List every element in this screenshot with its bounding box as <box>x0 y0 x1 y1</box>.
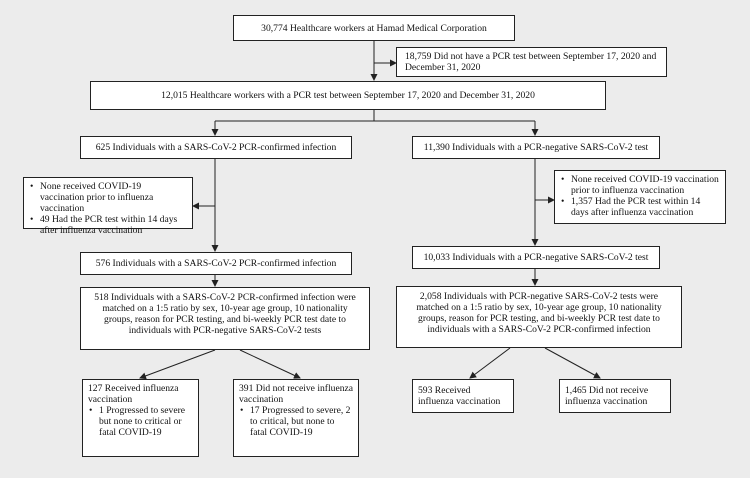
left-matched-box: 518 Individuals with a SARS-CoV-2 PCR-co… <box>80 287 370 350</box>
left-after-exclusion-text: 576 Individuals with a SARS-CoV-2 PCR-co… <box>95 258 337 269</box>
total-workers-box: 30,774 Healthcare workers at Hamad Medic… <box>233 15 515 41</box>
left-exclusions-box: None received COVID-19 vaccination prior… <box>23 177 193 236</box>
connector-right-to-vaccinated <box>469 347 511 379</box>
right-negative-box: 11,390 Individuals with a PCR-negative S… <box>412 136 660 159</box>
left-confirmed-box: 625 Individuals with a SARS-CoV-2 PCR-co… <box>80 136 352 159</box>
right-exclusions-box: None received COVID-19 vaccination prior… <box>554 170 726 224</box>
right-vaccinated-box: 593 Received influenza vaccination <box>412 379 514 413</box>
right-after-exclusion-text: 10,033 Individuals with a PCR-negative S… <box>423 252 649 263</box>
right-after-exclusion-box: 10,033 Individuals with a PCR-negative S… <box>412 246 660 269</box>
total-workers-text: 30,774 Healthcare workers at Hamad Medic… <box>261 22 487 34</box>
right-vaccinated-text: 593 Received influenza vaccination <box>418 385 501 407</box>
left-after-exclusion-box: 576 Individuals with a SARS-CoV-2 PCR-co… <box>80 252 352 275</box>
left-matched-text: 518 Individuals with a SARS-CoV-2 PCR-co… <box>94 292 356 336</box>
right-matched-box: 2,058 Individuals with PCR-negative SARS… <box>396 286 682 348</box>
right-matched-text: 2,058 Individuals with PCR-negative SARS… <box>416 291 662 335</box>
right-unvaccinated-text: 1,465 Did not receive influenza vaccinat… <box>565 385 649 407</box>
left-vaccinated-box: 127 Received influenza vaccination 1 Pro… <box>82 379 199 457</box>
right-negative-text: 11,390 Individuals with a PCR-negative S… <box>423 142 649 153</box>
connector-right-to-unvaccinated <box>544 347 601 379</box>
left-exclusion-item: 49 Had the PCR test within 14 days after… <box>30 214 187 236</box>
left-exclusion-item: None received COVID-19 vaccination prior… <box>30 181 187 214</box>
left-unvaccinated-detail: 17 Progressed to severe, 2 to critical, … <box>240 405 353 438</box>
right-exclusion-item: None received COVID-19 vaccination prior… <box>561 174 720 196</box>
left-vaccinated-detail: 1 Progressed to severe but none to criti… <box>89 405 193 438</box>
right-exclusion-item: 1,357 Had the PCR test within 14 days af… <box>561 196 720 218</box>
connector-left-to-vaccinated <box>139 349 216 380</box>
connector-left-to-unvaccinated <box>239 349 301 379</box>
left-vaccinated-title: 127 Received influenza vaccination <box>88 383 179 405</box>
left-confirmed-text: 625 Individuals with a SARS-CoV-2 PCR-co… <box>95 142 337 153</box>
workers-with-pcr-box: 12,015 Healthcare workers with a PCR tes… <box>90 81 606 110</box>
excluded-no-pcr-box: 18,759 Did not have a PCR test between S… <box>396 47 667 77</box>
left-unvaccinated-box: 391 Did not receive influenza vaccinatio… <box>233 379 359 457</box>
excluded-no-pcr-text: 18,759 Did not have a PCR test between S… <box>405 51 657 73</box>
left-unvaccinated-title: 391 Did not receive influenza vaccinatio… <box>239 383 354 405</box>
workers-with-pcr-text: 12,015 Healthcare workers with a PCR tes… <box>161 90 535 101</box>
right-unvaccinated-box: 1,465 Did not receive influenza vaccinat… <box>559 379 671 413</box>
